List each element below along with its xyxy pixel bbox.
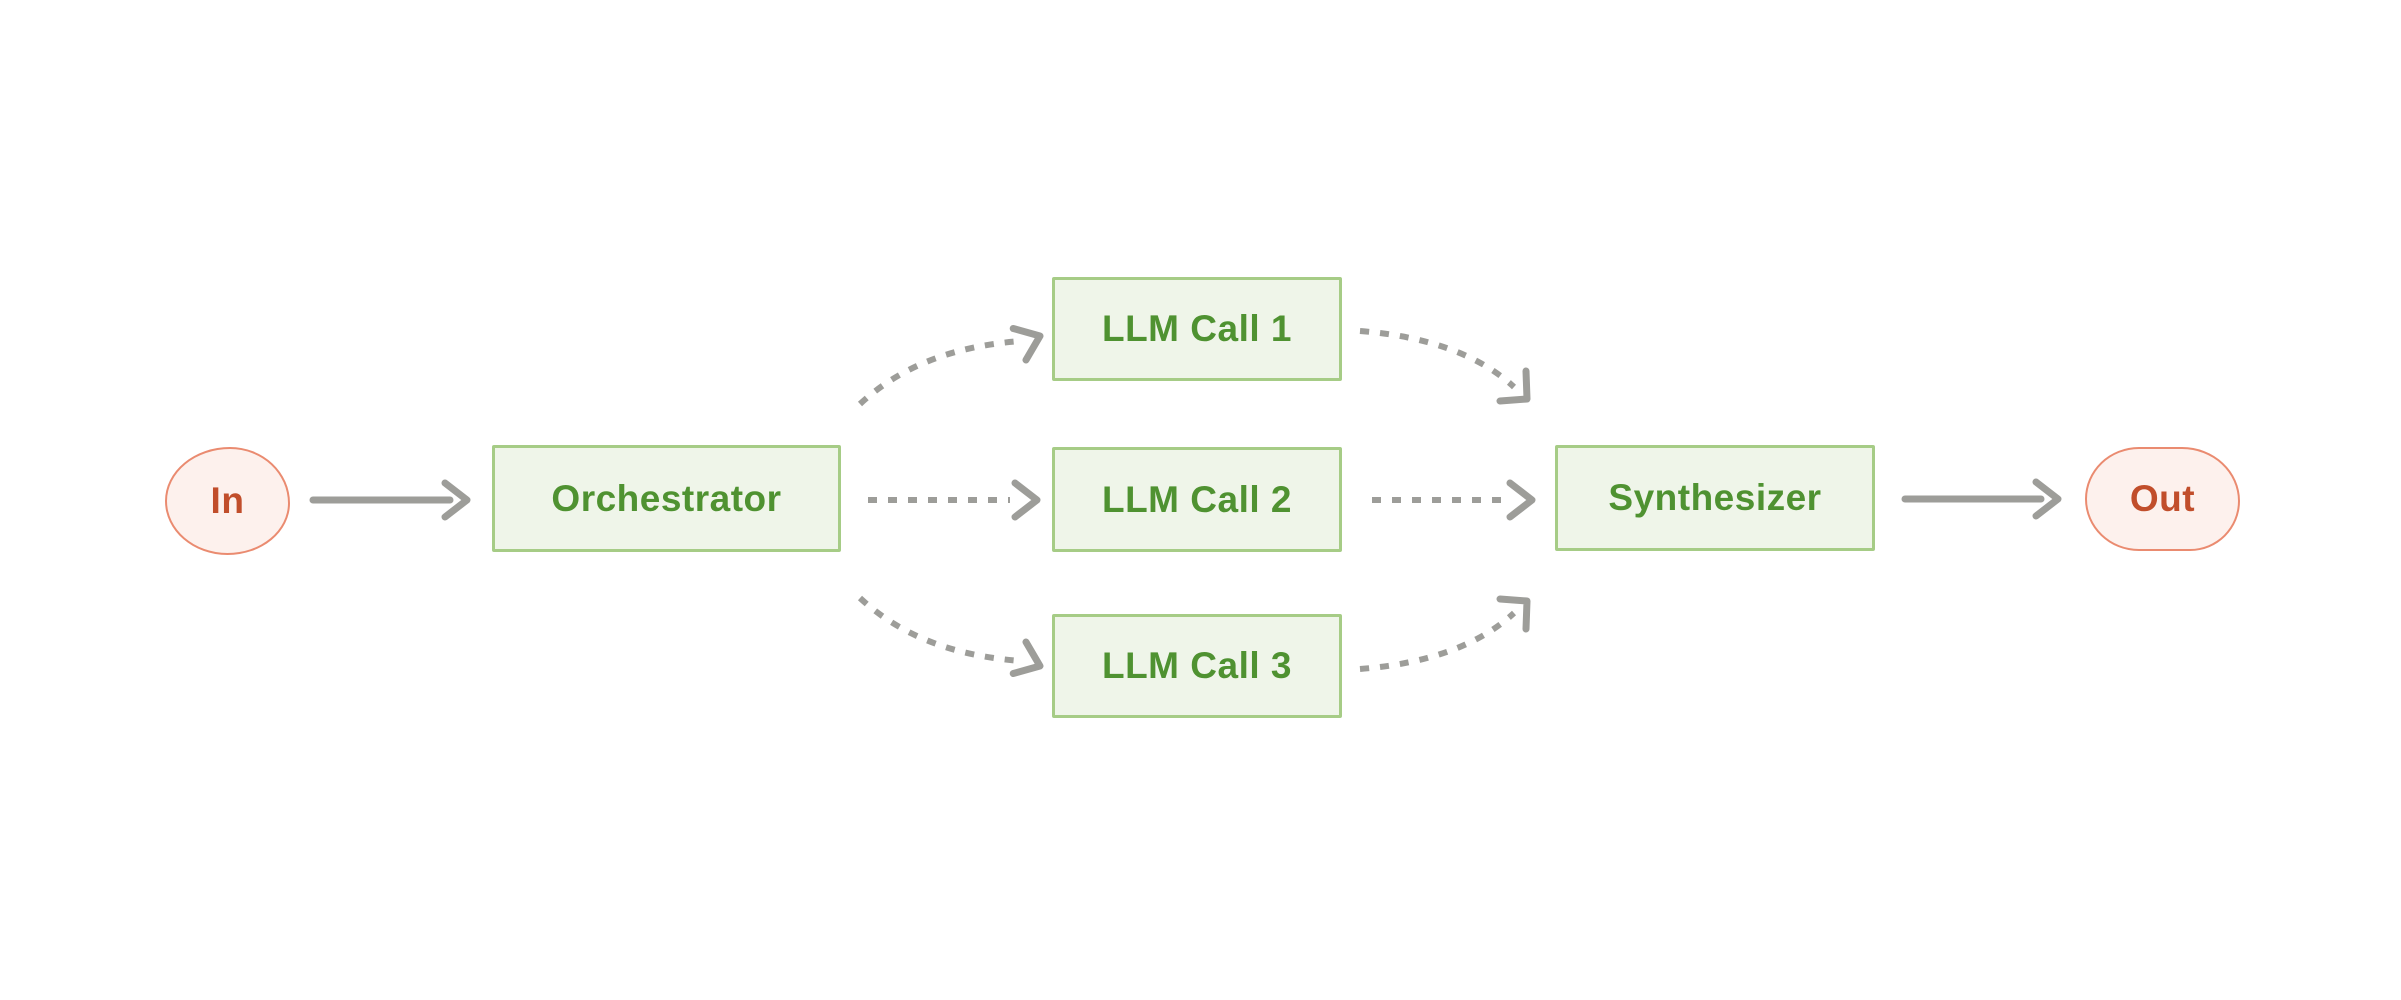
arrowhead-llm1-synthesizer [1496, 367, 1531, 405]
arrowhead-llm2-synthesizer [1506, 479, 1536, 521]
out-node: Out [2085, 447, 2240, 551]
llm-call-1-node: LLM Call 1 [1052, 277, 1342, 381]
orchestrator-node-label: Orchestrator [551, 477, 782, 519]
edge-orchestrator-llm3 [857, 595, 1023, 664]
synthesizer-node-label: Synthesizer [1608, 477, 1822, 518]
orchestrator-node: Orchestrator [492, 445, 841, 552]
synthesizer-node: Synthesizer [1555, 445, 1875, 551]
llm-call-1-node-label: LLM Call 1 [1101, 308, 1293, 349]
llm-call-2-node: LLM Call 2 [1052, 447, 1342, 552]
edge-llm1-synthesizer [1359, 328, 1517, 390]
arrowhead-llm3-synthesizer [1496, 595, 1531, 633]
arrowhead-orchestrator-llm1 [1009, 324, 1044, 364]
llm-call-2-node-label: LLM Call 2 [1101, 478, 1293, 520]
out-node-label: Out [2129, 478, 2196, 519]
arrowhead-orchestrator-llm3 [1009, 638, 1044, 678]
arrowhead-in-orchestrator [441, 479, 471, 521]
edge-orchestrator-llm1 [857, 338, 1023, 407]
arrowhead-orchestrator-llm2 [1011, 479, 1041, 521]
edge-llm3-synthesizer [1359, 610, 1517, 672]
in-node-label: In [210, 480, 245, 521]
in-node: In [165, 447, 290, 555]
llm-call-3-node-label: LLM Call 3 [1101, 645, 1293, 686]
arrowhead-synthesizer-out [2032, 478, 2062, 520]
llm-call-3-node: LLM Call 3 [1052, 614, 1342, 718]
